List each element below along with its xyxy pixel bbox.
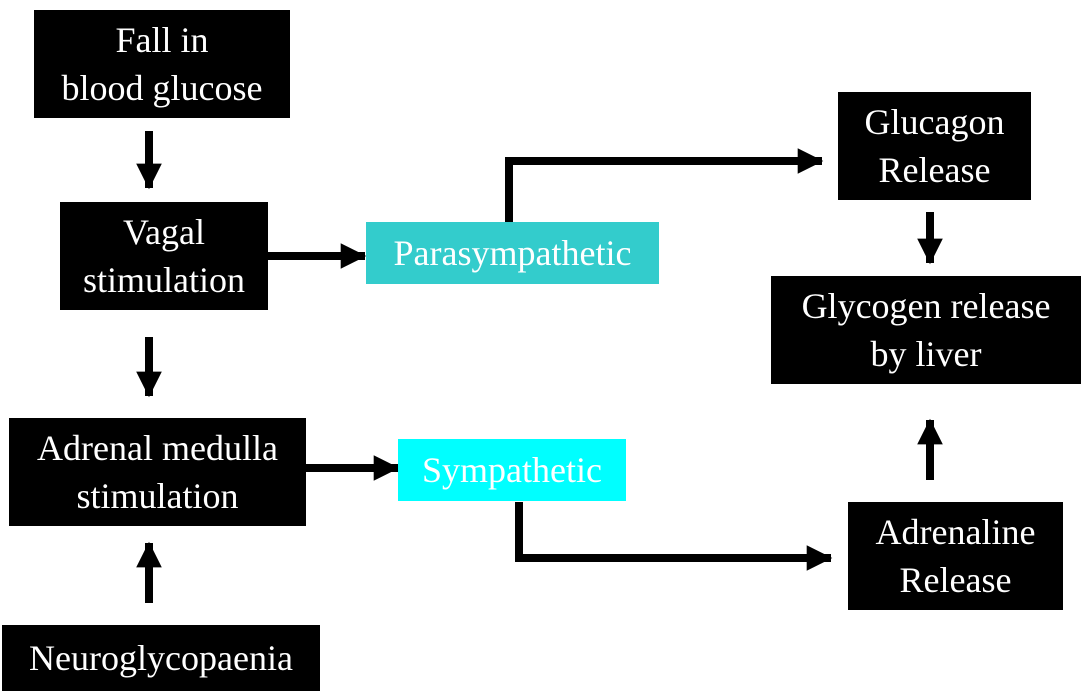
- node-parasympathetic: Parasympathetic: [366, 222, 659, 284]
- arrow-parasympathetic-to-glucagon: [505, 148, 824, 222]
- node-adrenaline-release: Adrenaline Release: [848, 502, 1063, 610]
- node-adrenal-medulla-stimulation: Adrenal medulla stimulation: [9, 418, 306, 526]
- node-neuroglycopaenia: Neuroglycopaenia: [2, 625, 320, 691]
- node-sympathetic: Sympathetic: [398, 439, 626, 501]
- arrow-sympathetic-to-adrenaline: [515, 502, 833, 571]
- node-glycogen-release-by-liver: Glycogen release by liver: [771, 276, 1081, 384]
- node-vagal-stimulation: Vagal stimulation: [60, 202, 268, 310]
- node-glucagon-release: Glucagon Release: [838, 92, 1031, 200]
- node-fall-in-blood-glucose: Fall in blood glucose: [34, 10, 290, 118]
